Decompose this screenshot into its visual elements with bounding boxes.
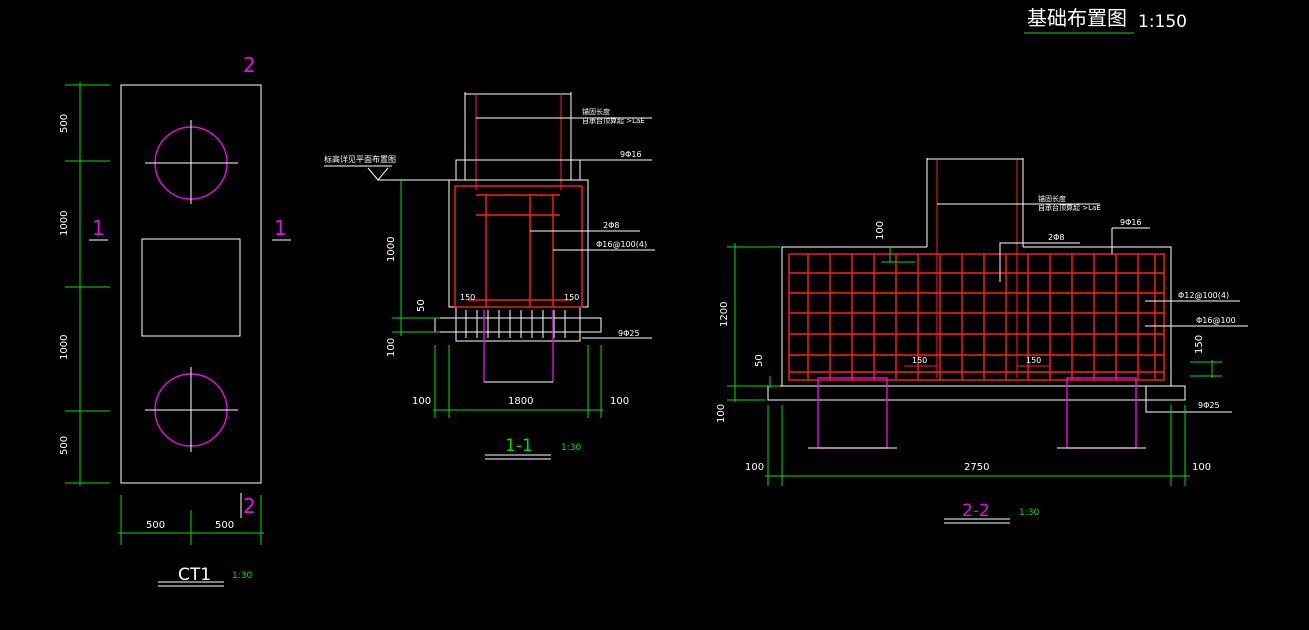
dim-edge-right: 100 <box>610 396 629 407</box>
dim-edge-left: 100 <box>412 396 431 407</box>
dim-edge-right: 100 <box>1192 462 1211 473</box>
rebar-top-label: 9Φ16 <box>620 150 642 159</box>
rebar-side-label-1: Φ12@100(4) <box>1178 291 1229 300</box>
anchor-note-2: 自承台顶算起 >LaE <box>582 116 645 125</box>
section-1-1: 标高详见平面布置图 <box>324 92 655 460</box>
drawing-scale: 1:150 <box>1138 12 1187 32</box>
plan-dim-text: 500 <box>59 114 70 133</box>
plan-view: 2 2 1 1 500 1000 1000 500 500 500 CT1 1:… <box>59 53 291 587</box>
rebar-side-label: Φ16@100(4) <box>596 240 647 249</box>
rebar-stirrup-label: 2Φ8 <box>603 221 619 230</box>
rebar-grid <box>788 253 1165 381</box>
plan-dim-text: 1000 <box>59 335 70 360</box>
leader <box>1145 386 1232 413</box>
plan-dim-text: 500 <box>146 520 165 531</box>
dim-width: 1800 <box>508 396 533 407</box>
dim-50: 50 <box>754 354 765 367</box>
leader <box>999 242 1080 282</box>
dim-150-a: 150 <box>912 356 927 365</box>
dim-150-b: 150 <box>1026 356 1041 365</box>
anchor-note: 锚固长度 <box>582 107 610 116</box>
dim-100-top: 100 <box>875 221 886 240</box>
section-mark-right: 1 <box>274 216 287 240</box>
pile-cap-outline <box>120 84 262 484</box>
cap-outline <box>781 246 1172 387</box>
rebar-bottom-label: 9Φ25 <box>1198 401 1220 410</box>
anchor-note-2: 自承台顶算起 >LaE <box>1038 203 1101 212</box>
plan-dim-text: 1000 <box>59 211 70 236</box>
dim-edge-left: 100 <box>745 462 764 473</box>
plan-scale: 1:30 <box>232 571 252 581</box>
column-outline <box>141 238 241 337</box>
dim-height: 1200 <box>719 302 730 327</box>
dim-150-left: 150 <box>460 293 475 302</box>
section-1-label: 1-1 <box>505 436 533 456</box>
rebar-top-label: 9Φ16 <box>1120 218 1142 227</box>
pile-hatch <box>465 310 566 338</box>
pile-right <box>1066 377 1137 449</box>
dim-100: 100 <box>716 404 727 423</box>
section-mark-top: 2 <box>243 53 256 77</box>
pile-top-area <box>455 306 581 342</box>
section-2-2: 锚固长度 自承台顶算起 >LaE 9Φ16 2Φ8 Φ12@100(4) Φ16… <box>716 158 1248 524</box>
dim-100: 100 <box>386 338 397 357</box>
section-1-scale: 1:30 <box>561 443 581 453</box>
elevation-triangle <box>367 167 389 181</box>
plan-label: CT1 <box>178 565 211 585</box>
cushion <box>434 317 602 333</box>
drawing-title: 基础布置图 <box>1027 6 1127 30</box>
dim-150-c: 150 <box>1194 335 1205 354</box>
plan-dim-text: 500 <box>215 520 234 531</box>
rebar-side-label-2: Φ16@100 <box>1196 316 1236 325</box>
cap-outline <box>448 179 589 308</box>
section-2-scale: 1:30 <box>1019 508 1039 518</box>
rebar-stirrup-label: 2Φ8 <box>1048 233 1064 242</box>
section-mark-left: 1 <box>92 216 105 240</box>
rebar-bottom-label: 9Φ25 <box>618 329 640 338</box>
cushion <box>767 385 1186 401</box>
anchor-note: 锚固长度 <box>1038 194 1066 203</box>
dim-width: 2750 <box>964 462 989 473</box>
section-mark-bottom: 2 <box>243 494 256 518</box>
elevation-note: 标高详见平面布置图 <box>324 154 396 164</box>
section-2-label: 2-2 <box>962 501 990 521</box>
rebar-cage <box>454 185 583 308</box>
dim-height: 1000 <box>386 237 397 262</box>
pile-left <box>817 377 888 449</box>
dim-50: 50 <box>416 299 427 312</box>
plan-dim-text: 500 <box>59 436 70 455</box>
dim-150-right: 150 <box>564 293 579 302</box>
